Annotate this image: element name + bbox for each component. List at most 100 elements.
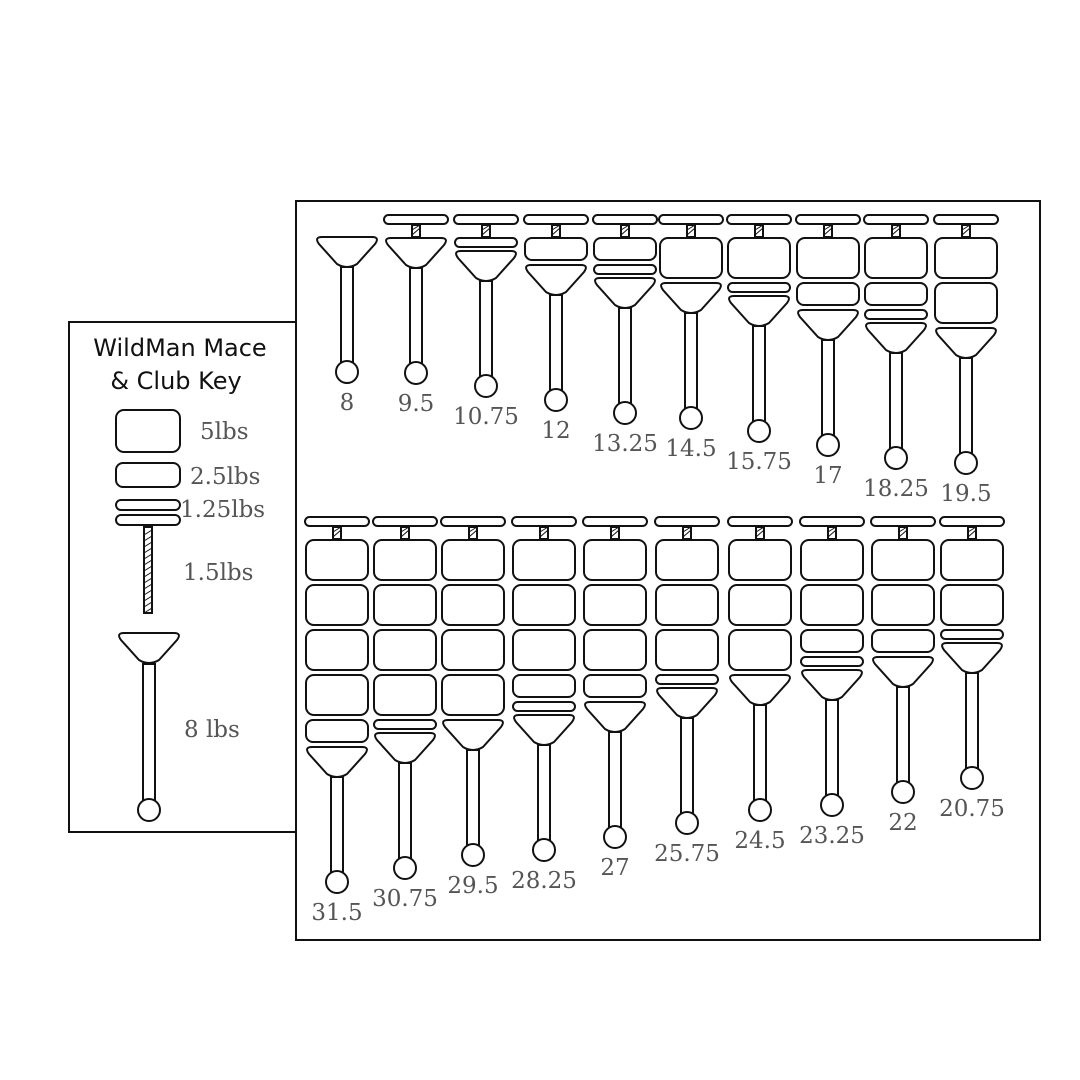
key-threaded-rod-icon	[143, 526, 153, 614]
mace-total-weight-label: 19.5	[940, 481, 991, 507]
mace-threaded-rod-icon	[400, 526, 410, 540]
key-label-threaded-rod: 1.5lbs	[183, 560, 253, 586]
weight-plate-2-5lb	[524, 237, 588, 261]
weight-plate-2-5lb	[864, 282, 928, 306]
key-plate-1-25lb-icon	[115, 499, 181, 526]
mace-handle-knob	[960, 766, 984, 790]
mace-total-weight-label: 30.75	[372, 886, 438, 912]
weight-plate-5lb	[441, 674, 505, 716]
weight-plate-5lb	[373, 674, 437, 716]
mace-handle	[680, 717, 694, 814]
mace-config: 23.25	[799, 516, 865, 849]
mace-handle	[825, 699, 839, 796]
mace-cap	[933, 214, 999, 225]
mace-handle-knob	[603, 825, 627, 849]
mace-config: 31.5	[304, 516, 370, 926]
weight-plate-5lb	[796, 237, 860, 279]
mace-handle	[330, 776, 344, 873]
mace-config: 22	[870, 516, 936, 836]
key-panel: WildMan Mace & Club Key 5lbs 2.5lbs 1.25…	[68, 321, 298, 833]
weight-plate-5lb	[305, 584, 369, 626]
mace-total-weight-label: 23.25	[799, 823, 865, 849]
key-title-line2: & Club Key	[110, 367, 241, 395]
mace-threaded-rod-icon	[755, 526, 765, 540]
weight-plate-1-25lb	[373, 719, 437, 730]
weight-plate-5lb	[871, 539, 935, 581]
mace-config: 29.5	[440, 516, 506, 899]
weight-plate-5lb	[583, 629, 647, 671]
mace-cap	[592, 214, 658, 225]
weight-plate-5lb	[512, 584, 576, 626]
weight-plate-1-25lb	[864, 309, 928, 320]
mace-handle-knob	[884, 446, 908, 470]
key-plate-2-5lb-icon	[115, 462, 181, 488]
mace-total-weight-label: 20.75	[939, 796, 1005, 822]
mace-handle-knob	[954, 451, 978, 475]
weight-plate-1-25lb	[800, 656, 864, 667]
mace-handle-knob	[679, 406, 703, 430]
mace-total-weight-label: 14.5	[665, 436, 716, 462]
mace-threaded-rod-icon	[961, 224, 971, 238]
mace-handle-knob	[461, 843, 485, 867]
mace-config: 27	[582, 516, 648, 881]
mace-total-weight-label: 29.5	[447, 873, 498, 899]
mace-config: 19.5	[933, 214, 999, 507]
weight-plate-5lb	[728, 539, 792, 581]
weight-plate-5lb	[512, 629, 576, 671]
mace-config: 10.75	[453, 214, 519, 430]
weight-plate-5lb	[305, 629, 369, 671]
mace-config: 20.75	[939, 516, 1005, 822]
mace-handle-knob	[325, 870, 349, 894]
mace-cap	[799, 516, 865, 527]
mace-total-weight-label: 13.25	[592, 431, 658, 457]
weight-plate-2-5lb	[512, 674, 576, 698]
weight-plate-2-5lb	[583, 674, 647, 698]
weight-plate-1-25lb	[655, 674, 719, 685]
weight-plate-5lb	[655, 584, 719, 626]
mace-total-weight-label: 27	[600, 855, 629, 881]
mace-cap	[304, 516, 370, 527]
mace-handle-knob	[613, 401, 637, 425]
mace-threaded-rod-icon	[754, 224, 764, 238]
weight-plate-2-5lb	[593, 237, 657, 261]
mace-handle-knob	[474, 374, 498, 398]
mace-total-weight-label: 12	[541, 418, 570, 444]
mace-handle-knob	[544, 388, 568, 412]
key-label-5lb: 5lbs	[200, 419, 249, 445]
mace-handle	[896, 686, 910, 783]
mace-cap	[453, 214, 519, 225]
mace-threaded-rod-icon	[827, 526, 837, 540]
key-label-mace-base: 8 lbs	[184, 717, 240, 743]
weight-plate-5lb	[373, 539, 437, 581]
weight-plate-5lb	[727, 237, 791, 279]
mace-cap	[863, 214, 929, 225]
weight-plate-5lb	[934, 237, 998, 279]
mace-threaded-rod-icon	[481, 224, 491, 238]
weight-plate-5lb	[373, 629, 437, 671]
mace-cap	[658, 214, 724, 225]
mace-total-weight-label: 15.75	[726, 449, 792, 475]
key-plate-5lb-icon	[115, 409, 181, 453]
mace-handle	[753, 704, 767, 801]
weight-plate-2-5lb	[305, 719, 369, 743]
mace-cap	[726, 214, 792, 225]
mace-cap	[727, 516, 793, 527]
weight-plate-5lb	[940, 584, 1004, 626]
mace-cap	[654, 516, 720, 527]
mace-handle	[398, 762, 412, 859]
mace-cap	[523, 214, 589, 225]
mace-handle	[479, 280, 493, 377]
mace-threaded-rod-icon	[620, 224, 630, 238]
mace-total-weight-label: 28.25	[511, 868, 577, 894]
mace-threaded-rod-icon	[967, 526, 977, 540]
weight-plate-1-25lb	[593, 264, 657, 275]
weight-plate-1-25lb	[454, 237, 518, 248]
mace-threaded-rod-icon	[898, 526, 908, 540]
mace-handle	[684, 312, 698, 409]
mace-threaded-rod-icon	[468, 526, 478, 540]
weight-plate-1-25lb	[940, 629, 1004, 640]
weight-plate-5lb	[659, 237, 723, 279]
weight-plate-2-5lb	[800, 629, 864, 653]
weight-plate-5lb	[871, 584, 935, 626]
